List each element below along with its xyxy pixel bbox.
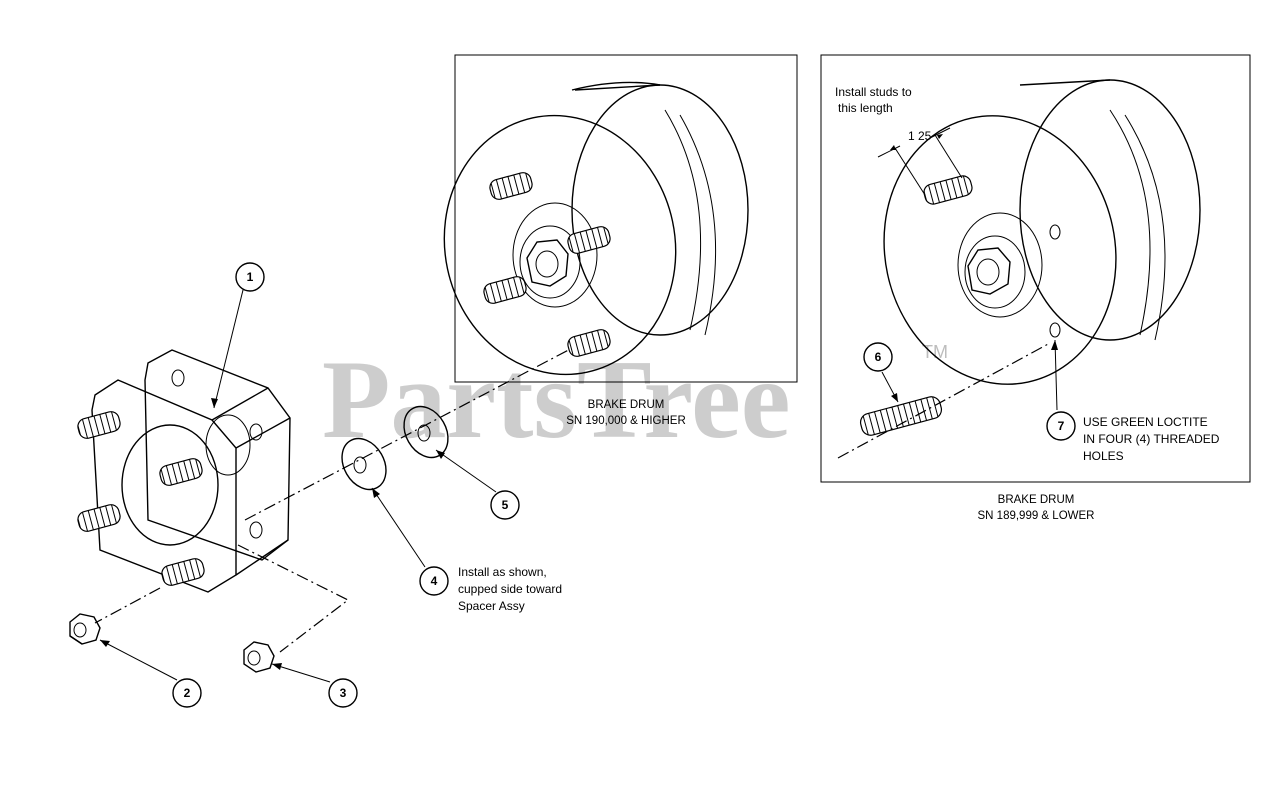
watermark-text: PartsTree	[322, 338, 791, 462]
callout-number: 5	[502, 498, 509, 512]
hub-stud	[77, 411, 205, 586]
callout-number: 6	[875, 350, 882, 364]
callout-5[interactable]: 5	[490, 490, 520, 520]
callout-3[interactable]: 3	[328, 678, 358, 708]
callout-leaders	[99, 289, 1058, 683]
stud-part-6	[859, 396, 943, 436]
washer-part-4	[341, 437, 387, 491]
watermark-trademark: TM	[922, 342, 948, 362]
loctite-note-line2: IN FOUR (4) THREADED	[1083, 432, 1220, 446]
spacer-hub-assembly	[77, 349, 291, 593]
callout-7[interactable]: 7	[1046, 411, 1076, 441]
install-shown-note-line2: cupped side toward	[458, 582, 562, 596]
lower-caption-line2: SN 189,999 & LOWER	[978, 510, 1095, 522]
callout-2[interactable]: 2	[172, 678, 202, 708]
panel-frame-lower	[820, 54, 1251, 483]
lower-caption-line1: BRAKE DRUM	[998, 494, 1075, 506]
nut-part-3	[243, 641, 275, 673]
loctite-note-line1: USE GREEN LOCTITE	[1083, 415, 1208, 429]
install-shown-note-line3: Spacer Assy	[458, 599, 525, 613]
install-shown-note-line1: Install as shown,	[458, 565, 547, 579]
brake-drum-upper	[443, 81, 749, 376]
callout-1[interactable]: 1	[235, 262, 265, 292]
callout-number: 7	[1058, 419, 1065, 433]
nut-part-2	[69, 613, 101, 645]
install-studs-note-line2: this length	[838, 101, 893, 115]
watermark: PartsTree TM	[322, 338, 948, 462]
callout-number: 4	[431, 574, 438, 588]
stud-length-dimension: 1 25	[877, 127, 963, 196]
loctite-note-line3: HOLES	[1083, 449, 1124, 463]
panel-frame-upper	[454, 54, 798, 383]
install-studs-note-line1: Install studs to	[835, 85, 912, 99]
brake-drum-lower	[883, 79, 1201, 385]
stud-length-value: 1 25	[908, 129, 932, 143]
callout-number: 3	[340, 686, 347, 700]
callout-4[interactable]: 4	[419, 566, 449, 596]
callout-number: 1	[247, 270, 254, 284]
callout-number: 2	[184, 686, 191, 700]
upper-caption-line1: BRAKE DRUM	[588, 399, 665, 411]
upper-caption-line2: SN 190,000 & HIGHER	[566, 415, 686, 427]
callout-6[interactable]: 6	[863, 342, 893, 372]
